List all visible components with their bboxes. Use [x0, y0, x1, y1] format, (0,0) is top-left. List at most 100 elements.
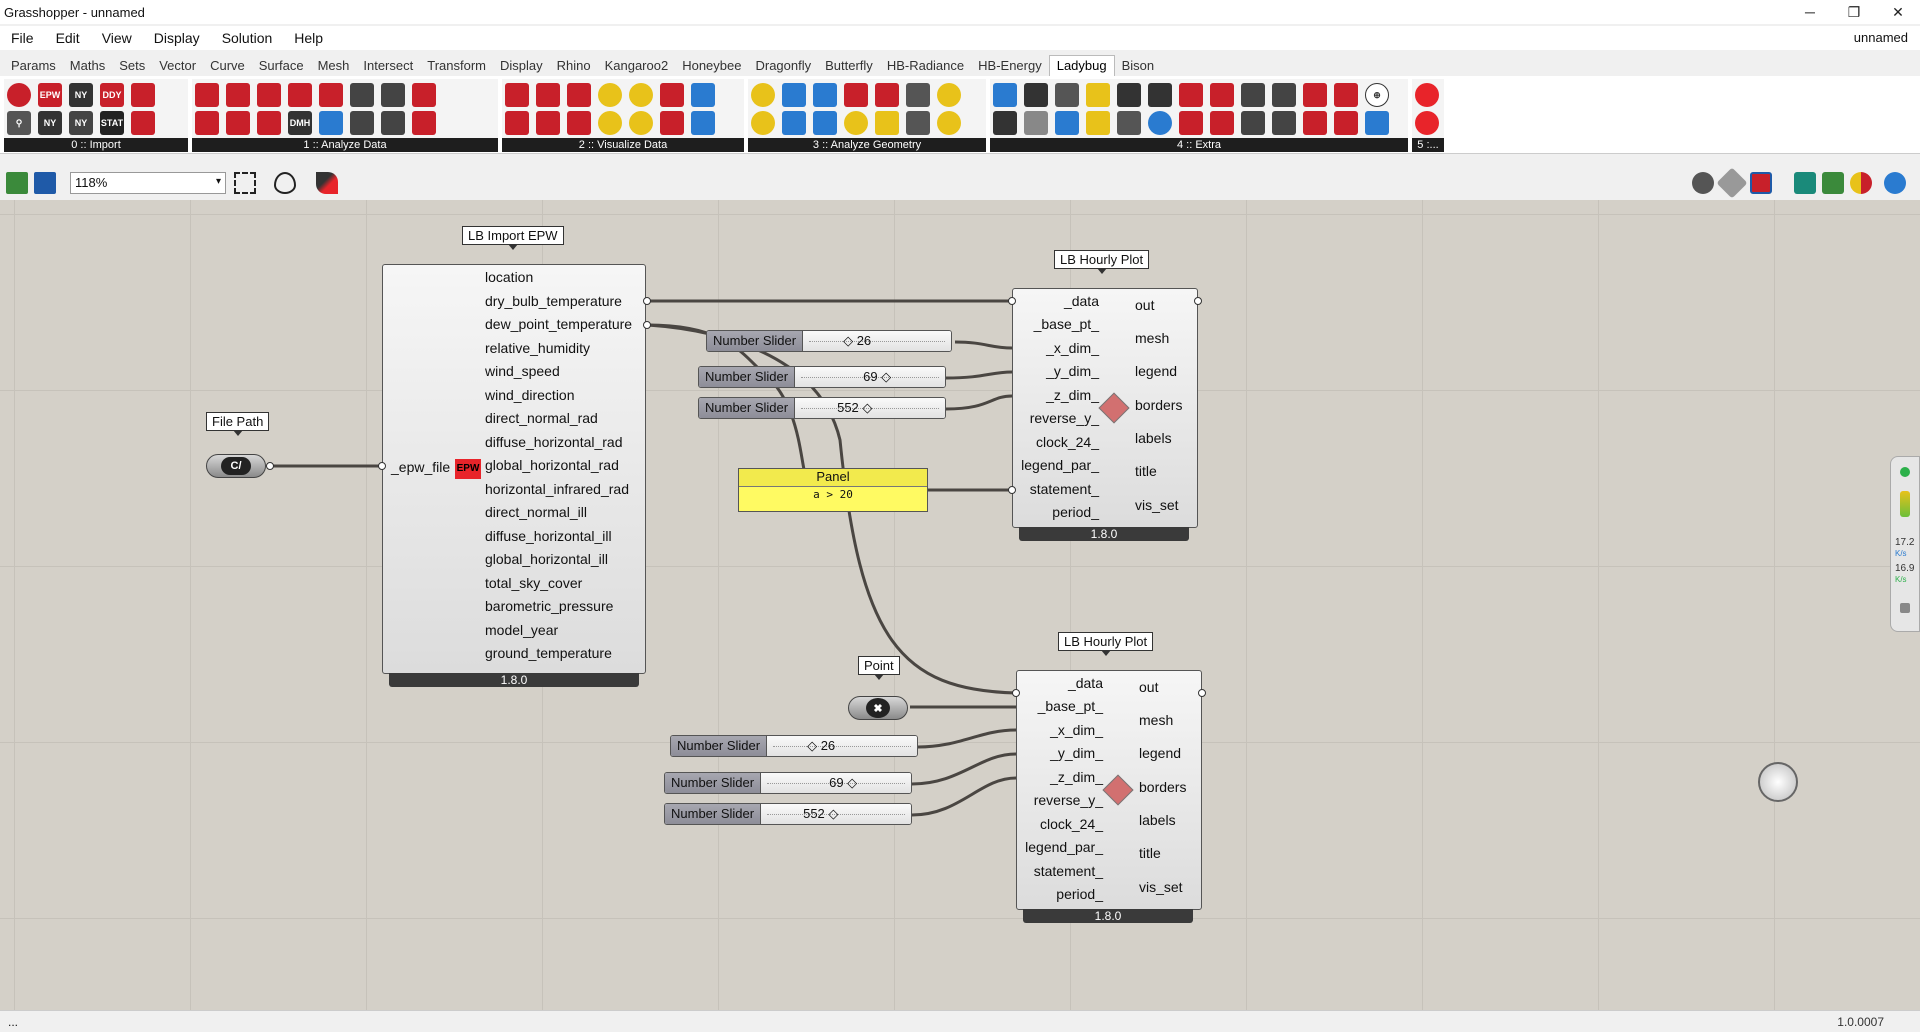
- input-epw-file[interactable]: _epw_file: [391, 459, 451, 475]
- file-path-param[interactable]: C/: [206, 454, 266, 478]
- bar-chart-icon[interactable]: [505, 111, 529, 135]
- people-group-icon[interactable]: [381, 111, 405, 135]
- human-comfort-icon[interactable]: [350, 83, 374, 107]
- folder-open-icon[interactable]: [1334, 111, 1358, 135]
- output-port[interactable]: barometric_pressure: [485, 598, 614, 614]
- lb-import-epw-component[interactable]: _epw_file EPW location dry_bulb_temperat…: [382, 264, 646, 687]
- lb-hourly-plot-component-2[interactable]: _data _base_pt_ _x_dim_ _y_dim_ _z_dim_ …: [1016, 670, 1202, 923]
- input-port[interactable]: _data: [1063, 293, 1099, 309]
- sky-dome-icon[interactable]: [629, 111, 653, 135]
- input-port[interactable]: _x_dim_: [1050, 722, 1103, 738]
- ny-icon[interactable]: NY: [38, 111, 62, 135]
- menu-display[interactable]: Display: [153, 30, 200, 46]
- output-grip[interactable]: [643, 297, 651, 305]
- zoom-extents-icon[interactable]: [234, 172, 256, 194]
- panel-content[interactable]: a > 20: [813, 488, 853, 501]
- tab-hb-energy[interactable]: HB-Energy: [978, 58, 1042, 73]
- output-port[interactable]: title: [1135, 463, 1157, 479]
- wind-profile-icon[interactable]: [691, 83, 715, 107]
- output-port[interactable]: dew_point_temperature: [485, 316, 633, 332]
- import-location-icon[interactable]: [7, 83, 31, 107]
- folder-icon[interactable]: [1334, 83, 1358, 107]
- output-grip[interactable]: [643, 321, 651, 329]
- tab-transform[interactable]: Transform: [427, 58, 486, 73]
- louver-icon[interactable]: [906, 111, 930, 135]
- temp-f-icon[interactable]: [1210, 83, 1234, 107]
- radiation-icon[interactable]: [844, 111, 868, 135]
- preview-selected-icon[interactable]: [1822, 172, 1844, 194]
- output-port[interactable]: global_horizontal_rad: [485, 457, 619, 473]
- output-port[interactable]: labels: [1135, 430, 1172, 446]
- export-icon[interactable]: [1303, 83, 1327, 107]
- output-port[interactable]: out: [1135, 297, 1155, 313]
- output-port[interactable]: diffuse_horizontal_ill: [485, 528, 612, 544]
- menu-solution[interactable]: Solution: [221, 30, 273, 46]
- output-port[interactable]: direct_normal_rad: [485, 410, 598, 426]
- target-icon[interactable]: [1148, 111, 1172, 135]
- input-port[interactable]: statement_: [1029, 481, 1099, 497]
- human-to-sky-icon[interactable]: [844, 83, 868, 107]
- tab-kangaroo2[interactable]: Kangaroo2: [604, 58, 669, 73]
- person-walk-icon[interactable]: [381, 83, 405, 107]
- save-icon[interactable]: [34, 172, 56, 194]
- output-port[interactable]: location: [485, 269, 534, 285]
- input-port[interactable]: _data: [1067, 675, 1103, 691]
- camera-icon[interactable]: [1900, 603, 1910, 613]
- epw-import-icon[interactable]: EPW: [38, 83, 62, 107]
- preview-mesh-icon[interactable]: [1794, 172, 1816, 194]
- input-grip[interactable]: [1012, 689, 1020, 697]
- direct-sun-icon[interactable]: [813, 83, 837, 107]
- analyze-extra-icon[interactable]: [412, 83, 436, 107]
- people-icon[interactable]: [350, 111, 374, 135]
- eye-icon[interactable]: [813, 111, 837, 135]
- dmh-icon[interactable]: DMH: [288, 111, 312, 135]
- slider-track[interactable]: ◇ 26: [803, 331, 951, 351]
- input-port[interactable]: reverse_y_: [1029, 410, 1099, 426]
- output-grip[interactable]: [266, 462, 274, 470]
- legend-icon[interactable]: [993, 83, 1017, 107]
- preview-off-icon[interactable]: [1692, 172, 1714, 194]
- awning-icon[interactable]: [906, 83, 930, 107]
- crosshair-icon[interactable]: ⊕: [1365, 83, 1389, 107]
- restore-button[interactable]: ❐: [1847, 3, 1861, 20]
- hourly-plot-icon[interactable]: [536, 83, 560, 107]
- input-port[interactable]: _z_dim_: [1050, 769, 1103, 785]
- output-port[interactable]: vis_set: [1135, 497, 1179, 513]
- point-param[interactable]: ✖: [848, 696, 908, 720]
- input-grip[interactable]: [1008, 486, 1016, 494]
- number-slider-y-dim-2[interactable]: Number Slider 69 ◇: [664, 772, 912, 794]
- input-port[interactable]: _y_dim_: [1050, 745, 1103, 761]
- output-grip[interactable]: [1194, 297, 1202, 305]
- camera-icon[interactable]: [1148, 83, 1172, 107]
- monthly-chart-icon[interactable]: [536, 111, 560, 135]
- output-port[interactable]: mesh: [1135, 330, 1170, 346]
- sun-icon[interactable]: [598, 111, 622, 135]
- color-range-icon[interactable]: [1055, 111, 1079, 135]
- menu-file[interactable]: File: [11, 30, 34, 46]
- output-port[interactable]: total_sky_cover: [485, 575, 583, 591]
- eye-preview-icon[interactable]: [274, 172, 296, 194]
- sun-rays-icon[interactable]: [751, 83, 775, 107]
- slider-track[interactable]: 69 ◇: [795, 367, 945, 387]
- image-icon[interactable]: [1024, 111, 1048, 135]
- red-ball-icon[interactable]: [1415, 83, 1439, 107]
- tab-dragonfly[interactable]: Dragonfly: [755, 58, 812, 73]
- output-port[interactable]: borders: [1135, 397, 1183, 413]
- tab-butterfly[interactable]: Butterfly: [825, 58, 873, 73]
- script-icon[interactable]: [1272, 83, 1296, 107]
- output-port[interactable]: model_year: [485, 622, 559, 638]
- radiation-rose-icon[interactable]: [629, 83, 653, 107]
- number-slider-x-dim-2[interactable]: Number Slider ◇ 26: [670, 735, 918, 757]
- output-grip[interactable]: [1198, 689, 1206, 697]
- output-port[interactable]: wind_direction: [485, 387, 575, 403]
- display-color-icon[interactable]: [1850, 172, 1872, 194]
- shade-benefit-icon[interactable]: [875, 111, 899, 135]
- input-port[interactable]: clock_24_: [1039, 816, 1103, 832]
- tab-bison[interactable]: Bison: [1121, 58, 1155, 73]
- wea-icon[interactable]: [131, 111, 155, 135]
- menu-view[interactable]: View: [101, 30, 132, 46]
- output-port[interactable]: wind_speed: [485, 363, 560, 379]
- output-port[interactable]: horizontal_infrared_rad: [485, 481, 629, 497]
- ny-cross-icon[interactable]: NY: [69, 111, 93, 135]
- tab-sets[interactable]: Sets: [119, 58, 146, 73]
